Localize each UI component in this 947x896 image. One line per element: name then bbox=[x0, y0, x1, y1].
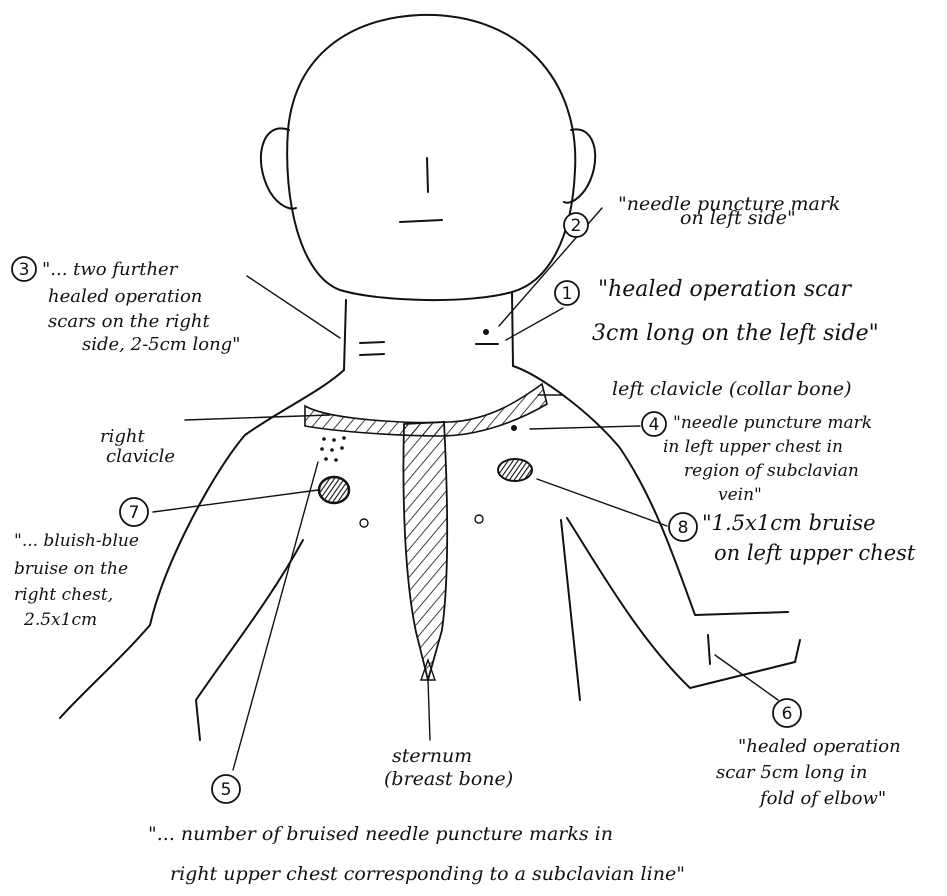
svg-text:4: 4 bbox=[649, 415, 660, 435]
svg-text:3: 3 bbox=[19, 260, 30, 280]
svg-text:side, 2-5cm long": side, 2-5cm long" bbox=[82, 334, 240, 355]
svg-text:7: 7 bbox=[129, 503, 140, 523]
marker-3: 3 bbox=[12, 257, 36, 281]
annotation-8: "1.5x1cm bruise on left upper chest bbox=[702, 511, 916, 565]
svg-text:bruise on the: bruise on the bbox=[14, 559, 128, 579]
head bbox=[261, 15, 595, 300]
svg-text:8: 8 bbox=[678, 518, 689, 538]
svg-text:vein": vein" bbox=[718, 485, 762, 505]
svg-text:"1.5x1cm bruise: "1.5x1cm bruise bbox=[702, 511, 876, 535]
svg-text:"... two further: "... two further bbox=[42, 259, 179, 280]
svg-text:right: right bbox=[100, 426, 145, 447]
svg-text:5: 5 bbox=[221, 780, 232, 800]
bruise-right-chest bbox=[319, 477, 349, 503]
left-clavicle-label: left clavicle (collar bone) bbox=[612, 378, 851, 400]
marker-1: 1 bbox=[555, 281, 579, 305]
right-clavicle-label: right clavicle bbox=[100, 426, 175, 467]
sternum-arrow bbox=[428, 680, 430, 740]
marker-4: 4 bbox=[642, 412, 666, 436]
svg-text:region of subclavian: region of subclavian bbox=[684, 461, 859, 481]
needle-marks-right-chest bbox=[320, 436, 346, 462]
svg-text:on left side": on left side" bbox=[680, 207, 796, 229]
annotation-7: "... bluish-blue bruise on the right che… bbox=[14, 531, 139, 630]
svg-text:(breast bone): (breast bone) bbox=[384, 768, 513, 790]
sternum bbox=[403, 422, 447, 680]
annotation-2: "needle puncture mark on left side" bbox=[618, 193, 840, 229]
svg-text:2: 2 bbox=[571, 216, 582, 236]
marker-2: 2 bbox=[564, 213, 588, 237]
svg-text:healed operation: healed operation bbox=[48, 286, 202, 307]
svg-text:scars on the right: scars on the right bbox=[48, 311, 210, 332]
svg-text:"... number of bruised needle: "... number of bruised needle puncture m… bbox=[148, 823, 613, 845]
svg-text:"healed operation: "healed operation bbox=[738, 736, 901, 757]
right-nipple bbox=[360, 519, 368, 527]
sternum-label: sternum (breast bone) bbox=[384, 745, 513, 790]
svg-text:on left upper chest: on left upper chest bbox=[714, 541, 916, 565]
annotation-4: "needle puncture mark in left upper ches… bbox=[663, 413, 872, 505]
svg-text:right upper chest correspondin: right upper chest corresponding to a sub… bbox=[170, 863, 685, 885]
left-ear bbox=[564, 129, 595, 202]
svg-text:"needle puncture mark: "needle puncture mark bbox=[673, 413, 872, 433]
svg-text:fold of elbow": fold of elbow" bbox=[758, 788, 886, 809]
needle-mark-chest bbox=[511, 425, 517, 431]
neck-scars-right bbox=[360, 342, 384, 355]
left-nipple bbox=[475, 515, 483, 523]
needle-mark-neck bbox=[483, 329, 489, 335]
mouth bbox=[400, 220, 442, 222]
elbow-scar bbox=[708, 635, 710, 664]
svg-text:1: 1 bbox=[562, 284, 573, 304]
svg-text:sternum: sternum bbox=[392, 745, 472, 767]
svg-text:3cm long on the left side": 3cm long on the left side" bbox=[592, 321, 879, 346]
annotation-5: "... number of bruised needle puncture m… bbox=[148, 823, 685, 885]
marker-5: 5 bbox=[212, 775, 240, 803]
marker-7: 7 bbox=[120, 498, 148, 526]
svg-text:in left upper chest in: in left upper chest in bbox=[663, 437, 843, 457]
annotation-6: "healed operation scar 5cm long in fold … bbox=[716, 736, 901, 809]
svg-text:2.5x1cm: 2.5x1cm bbox=[23, 610, 97, 630]
nose bbox=[427, 158, 428, 192]
svg-text:6: 6 bbox=[782, 704, 793, 724]
marker-6: 6 bbox=[773, 699, 801, 727]
annotation-3: "... two further healed operation scars … bbox=[42, 259, 240, 355]
bruise-left-chest bbox=[498, 459, 532, 481]
marker-8: 8 bbox=[669, 513, 697, 541]
svg-text:scar 5cm long in: scar 5cm long in bbox=[716, 762, 867, 783]
svg-text:clavicle: clavicle bbox=[106, 446, 175, 467]
svg-text:right chest,: right chest, bbox=[14, 585, 113, 605]
annotation-1: "healed operation scar 3cm long on the l… bbox=[592, 277, 879, 346]
svg-text:"... bluish-blue: "... bluish-blue bbox=[14, 531, 139, 551]
svg-text:"healed operation scar: "healed operation scar bbox=[598, 277, 853, 302]
